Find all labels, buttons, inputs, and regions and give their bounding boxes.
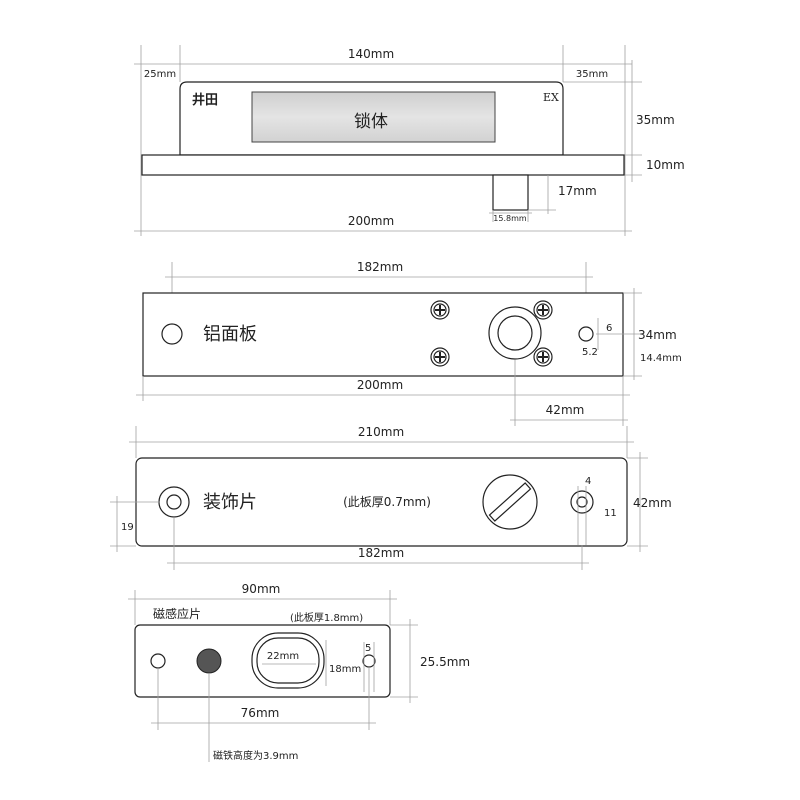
dim-hole-edge: 19 xyxy=(121,522,134,533)
dim-face-length: 200mm xyxy=(357,378,403,392)
magnet xyxy=(196,648,222,674)
mount-hole-right xyxy=(578,326,594,342)
dim-decor-width: 42mm xyxy=(633,496,672,510)
dim-magnet-width: 25.5mm xyxy=(420,655,470,669)
thumb-turn-icon xyxy=(482,474,538,530)
dim-plate-thickness: 10mm xyxy=(646,158,685,172)
face-plate-view: 182mm 铝面板 6 5.2 xyxy=(136,260,682,426)
dim-bolt-offset: 42mm xyxy=(546,403,585,417)
mount-hole-left xyxy=(161,323,183,345)
mount-hole-right xyxy=(570,490,594,514)
dim-slot-width: 22mm xyxy=(267,651,299,662)
screw-icon xyxy=(430,300,450,320)
magnet-plate xyxy=(134,624,391,698)
dim-hole-spacing: 182mm xyxy=(357,260,403,274)
decor-thickness-note: (此板厚0.7mm) xyxy=(343,495,431,509)
dim-overall-width: 140mm xyxy=(348,47,394,61)
model-text: EX xyxy=(543,91,559,104)
face-plate-label: 铝面板 xyxy=(203,324,257,345)
bolt-stub xyxy=(492,174,529,211)
label-window xyxy=(251,91,496,143)
decor-plate-label: 装饰片 xyxy=(203,492,257,513)
dim-left-offset: 25mm xyxy=(144,69,176,80)
dim-bolt-length: 17mm xyxy=(558,184,597,198)
lock-body-view: 140mm 25mm 35mm 35mm 10mm 井田 EX 锁体 17mm … xyxy=(134,45,685,236)
base-plate xyxy=(141,154,625,176)
dim-hole-d: 5 xyxy=(365,643,371,654)
dim-decor-length: 210mm xyxy=(358,425,404,439)
dim-right-offset: 35mm xyxy=(576,69,608,80)
dim-magnet-hole-spacing: 76mm xyxy=(241,706,280,720)
dim-center-offset: 14.4mm xyxy=(640,353,682,364)
magnet-plate-view: 90mm 磁感应片 (此板厚1.8mm) 22mm 18mm 5 25.5mm … xyxy=(128,582,470,762)
magnet-plate-label: 磁感应片 xyxy=(153,606,201,621)
dim-slot-height: 18mm xyxy=(329,664,361,675)
dim-hole-d-outer: 6 xyxy=(606,323,612,334)
dim-hole-d-inner: 5.2 xyxy=(582,347,598,358)
dim-bolt-width: 15.8mm xyxy=(493,214,527,223)
dim-hole-inner: 4 xyxy=(585,476,591,487)
slot xyxy=(251,632,325,689)
dim-body-height: 35mm xyxy=(636,113,675,127)
brand-logo-text: 井田 xyxy=(192,92,218,108)
magnet-height-note: 磁铁高度为3.9mm xyxy=(213,749,298,762)
bolt-hole xyxy=(488,306,542,360)
screw-icon xyxy=(533,300,553,320)
lock-body-label: 锁体 xyxy=(354,112,388,132)
decor-plate-view: 210mm 装饰片 (此板厚0.7mm) 4 11 42mm 19 1 xyxy=(110,425,672,570)
dim-magnet-length: 90mm xyxy=(242,582,281,596)
dim-decor-hole-spacing: 182mm xyxy=(358,546,404,560)
magnet-thickness-note: (此板厚1.8mm) xyxy=(290,611,363,624)
screw-icon xyxy=(533,347,553,367)
dim-plate-width: 34mm xyxy=(638,328,677,342)
dim-hole-outer: 11 xyxy=(604,508,617,519)
screw-icon xyxy=(430,347,450,367)
dim-plate-length: 200mm xyxy=(348,214,394,228)
